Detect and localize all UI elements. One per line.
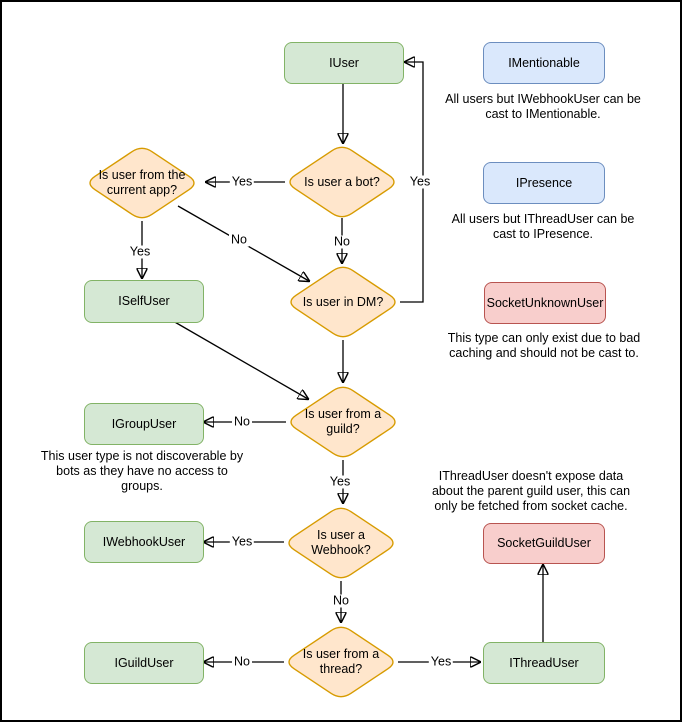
edge-iselfuser-to-guild: [172, 320, 308, 399]
node-igroupuser: IGroupUser: [84, 403, 204, 445]
decision-label: Is user from a guild?: [304, 407, 382, 436]
decision-from-current-app: Is user from the current app?: [85, 145, 199, 221]
edge-label-thread-no: No: [232, 654, 252, 669]
node-socketguilduser: SocketGuildUser: [483, 523, 605, 564]
note-ipresence: All users but IThreadUser can be cast to…: [451, 212, 635, 241]
node-socketunknownuser: SocketUnknownUser: [484, 282, 606, 324]
note-ithreaduser: IThreadUser doesn't expose data about th…: [431, 469, 631, 513]
node-iguilduser: IGuildUser: [84, 642, 204, 684]
edge-label-dm-yes: Yes: [407, 174, 433, 189]
edge-label-currentapp-yes: Yes: [127, 244, 153, 259]
edge-label-guild-no: No: [232, 414, 252, 429]
decision-from-guild: Is user from a guild?: [286, 384, 400, 460]
edge-label-bot-no: No: [332, 234, 352, 249]
decision-label: Is user in DM?: [302, 294, 384, 309]
decision-label: Is user a Webhook?: [311, 528, 371, 557]
node-iwebhookuser: IWebhookUser: [84, 521, 204, 563]
note-imentionable: All users but IWebhookUser can be cast t…: [445, 92, 641, 121]
decision-from-thread: Is user from a thread?: [284, 624, 398, 700]
edge-label-webhook-yes: Yes: [229, 534, 255, 549]
node-iuser: IUser: [284, 42, 404, 84]
note-igroupuser: This user type is not discoverable by bo…: [40, 449, 244, 493]
node-imentionable: IMentionable: [483, 42, 605, 84]
edge-label-thread-yes: Yes: [428, 654, 454, 669]
decision-is-bot: Is user a bot?: [285, 144, 399, 220]
edge-label-webhook-no: No: [331, 593, 351, 608]
edge-label-bot-yes: Yes: [229, 174, 255, 189]
decision-in-dm: Is user in DM?: [286, 264, 400, 340]
decision-label: Is user from the current app?: [98, 168, 186, 197]
edge-label-currentapp-no: No: [229, 232, 249, 247]
node-iselfuser: ISelfUser: [84, 280, 204, 323]
edge-label-guild-yes: Yes: [327, 474, 353, 489]
decision-is-webhook: Is user a Webhook?: [284, 505, 398, 581]
decision-label: Is user from a thread?: [302, 647, 380, 676]
decision-label: Is user a bot?: [304, 174, 380, 189]
node-ithreaduser: IThreadUser: [483, 642, 605, 684]
node-ipresence: IPresence: [483, 162, 605, 204]
note-socketunknownuser: This type can only exist due to bad cach…: [447, 331, 641, 360]
